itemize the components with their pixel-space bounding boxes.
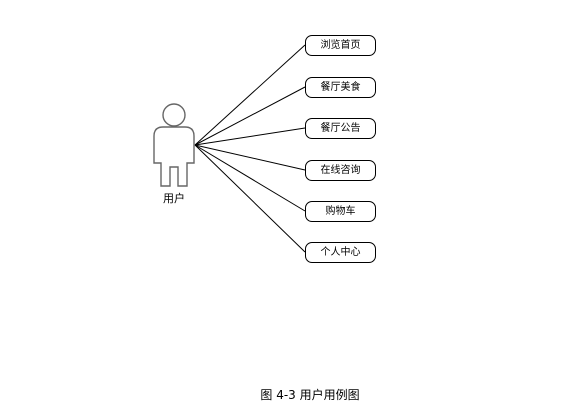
actor-body xyxy=(153,126,195,187)
use-case-restaurant-notice: 餐厅公告 xyxy=(305,118,376,139)
actor-figure xyxy=(153,103,195,187)
figure-caption: 图 4-3 用户用例图 xyxy=(260,388,360,402)
association-line xyxy=(194,144,306,253)
use-case-browse-home: 浏览首页 xyxy=(305,35,376,56)
use-case-personal-center: 个人中心 xyxy=(305,242,376,263)
association-line xyxy=(194,127,306,146)
association-lines xyxy=(194,44,306,253)
association-line xyxy=(194,86,306,146)
use-case-restaurant-food: 餐厅美食 xyxy=(305,77,376,98)
association-line xyxy=(194,144,306,171)
actor-label: 用户 xyxy=(163,192,185,205)
use-case-online-consult: 在线咨询 xyxy=(305,160,376,181)
association-line xyxy=(194,44,306,146)
actor-head xyxy=(162,103,186,127)
association-line xyxy=(194,144,306,212)
use-case-shopping-cart: 购物车 xyxy=(305,201,376,222)
